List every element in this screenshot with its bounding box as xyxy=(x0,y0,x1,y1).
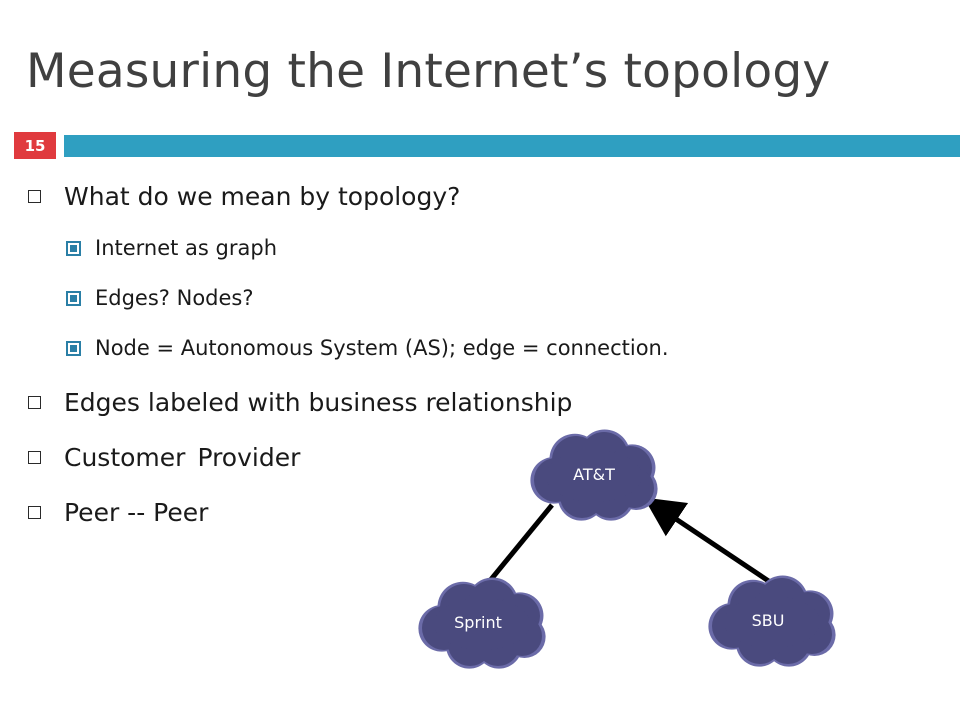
bullet-text: Peer -- Peer xyxy=(64,498,209,527)
node-label-att: AT&T xyxy=(573,465,615,484)
subbullet-text: Edges? Nodes? xyxy=(95,286,254,310)
hollow-square-bullet-icon xyxy=(28,451,41,464)
cloud-att-node: AT&T xyxy=(530,429,658,521)
subbullet-node-definition: Node = Autonomous System (AS); edge = co… xyxy=(66,336,669,360)
filled-square-bullet-icon xyxy=(66,290,81,306)
hollow-square-bullet-icon xyxy=(28,506,41,519)
filled-square-bullet-icon xyxy=(66,340,81,356)
bullet-peer: Peer -- Peer xyxy=(28,498,208,527)
subbullet-text: Internet as graph xyxy=(95,236,278,260)
filled-square-bullet-icon xyxy=(66,240,81,256)
edge-sbu-att-arrow xyxy=(643,497,778,589)
subbullet-text: Node = Autonomous System (AS); edge = co… xyxy=(95,336,669,360)
bullet-text: Edges labeled with business relationship xyxy=(64,388,573,417)
node-label-sbu: SBU xyxy=(752,611,785,630)
slide-number: 15 xyxy=(14,132,56,159)
cloud-sprint-node: Sprint xyxy=(418,577,546,669)
hollow-square-bullet-icon xyxy=(28,190,41,203)
bullet-text: What do we mean by topology? xyxy=(64,182,461,211)
cloud-sbu-node: SBU xyxy=(708,575,836,667)
bullet-text-provider: Provider xyxy=(197,443,301,472)
subbullet-internet-graph: Internet as graph xyxy=(66,236,277,260)
edge-sprint-att xyxy=(482,503,554,590)
accent-bar xyxy=(64,135,960,157)
node-label-sprint: Sprint xyxy=(454,613,502,632)
bullet-what-topology: What do we mean by topology? xyxy=(28,182,460,211)
bullet-customer-provider: Customer Provider xyxy=(28,443,300,472)
slide-title: Measuring the Internet’s topology xyxy=(26,44,831,99)
subbullet-edges-nodes: Edges? Nodes? xyxy=(66,286,254,310)
hollow-square-bullet-icon xyxy=(28,396,41,409)
bullet-text-customer: Customer xyxy=(64,443,186,472)
bullet-edges-labeled: Edges labeled with business relationship xyxy=(28,388,572,417)
